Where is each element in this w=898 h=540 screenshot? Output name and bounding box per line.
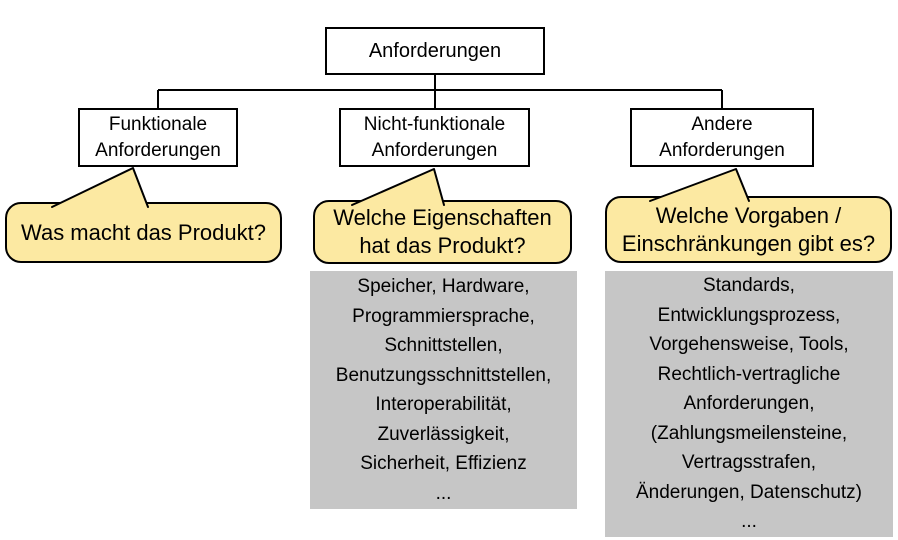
examples-andere: Standards, Entwicklungsprozess, Vorgehen…: [605, 271, 893, 537]
examples-nicht-funktionale: Speicher, Hardware, Programmiersprache, …: [310, 271, 577, 509]
examples-andere-text: Standards, Entwicklungsprozess, Vorgehen…: [635, 275, 863, 533]
callout-nicht-funktionale-question-text: Welche Eigenschaften hat das Produkt?: [333, 205, 552, 258]
node-nicht-funktionale-label: Nicht-funktionale Anforderungen: [363, 113, 506, 161]
node-anforderungen: Anforderungen: [325, 27, 545, 75]
callout-andere-question-text: Welche Vorgaben / Einschränkungen gibt e…: [621, 202, 876, 256]
node-nicht-funktionale-anforderungen: Nicht-funktionale Anforderungen: [339, 108, 530, 167]
callout-nicht-funktionale-question: Welche Eigenschaften hat das Produkt?: [313, 200, 572, 264]
examples-nicht-funktionale-text: Speicher, Hardware, Programmiersprache, …: [335, 276, 552, 504]
node-andere-anforderungen: Andere Anforderungen: [630, 108, 814, 167]
node-funktionale-label: Funktionale Anforderungen: [95, 113, 221, 161]
callout-funktionale-question-text: Was macht das Produkt?: [21, 219, 266, 245]
callout-funktionale-question: Was macht das Produkt?: [5, 202, 282, 263]
node-funktionale-anforderungen: Funktionale Anforderungen: [78, 108, 238, 167]
node-anforderungen-label: Anforderungen: [368, 40, 502, 62]
node-andere-label: Andere Anforderungen: [659, 113, 785, 161]
callout-andere-question: Welche Vorgaben / Einschränkungen gibt e…: [605, 196, 892, 263]
